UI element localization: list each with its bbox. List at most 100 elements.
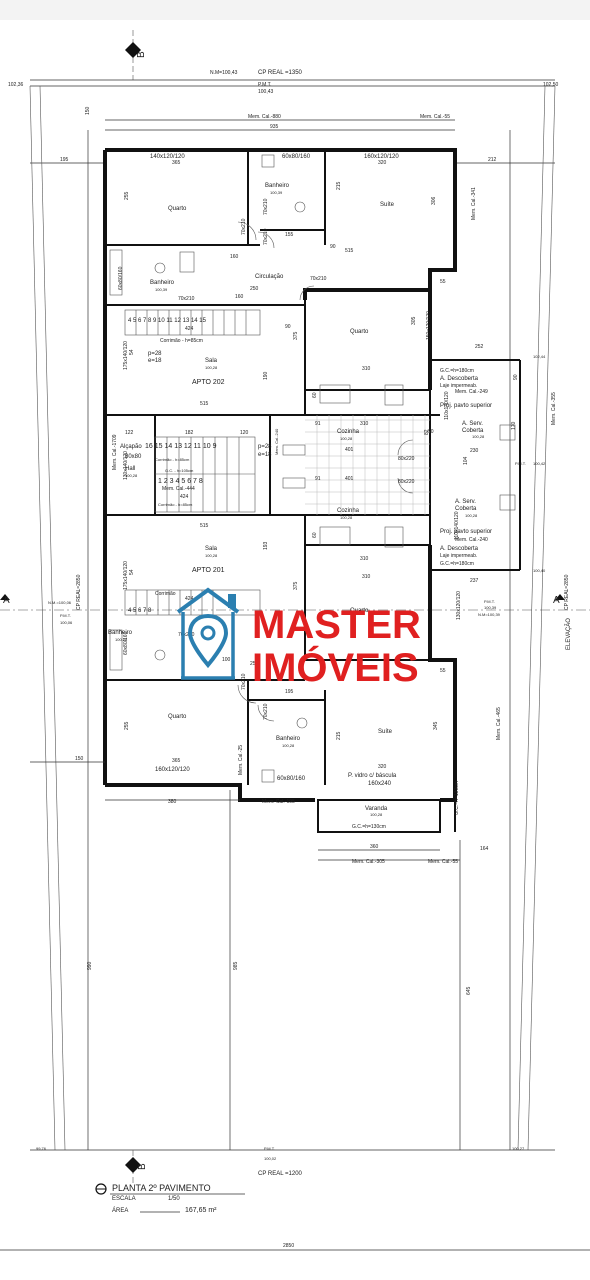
room-cozinha-bot: Cozinha bbox=[337, 508, 360, 514]
level-100-39: 100,39 bbox=[484, 605, 497, 610]
room-sala-bot: Sala bbox=[205, 546, 218, 552]
laje-bot: Laje impermeab. bbox=[440, 553, 477, 559]
a-serv-top: A. Serv. bbox=[462, 421, 483, 427]
sala-bot-level: 100,28 bbox=[205, 553, 218, 558]
stairs-bot-numbers: 4 5 6 7 8 bbox=[128, 608, 152, 614]
dim-90-c: 90 bbox=[428, 429, 434, 435]
dim-645: 645 bbox=[466, 986, 472, 995]
dim-55-bot: 55 bbox=[440, 668, 446, 674]
varanda-level: 100,28 bbox=[370, 812, 383, 817]
room-banheiro-mid-top: Banheiro bbox=[150, 280, 175, 286]
dim-155-top: 155 bbox=[285, 232, 294, 238]
nm-top: N.M=100,43 bbox=[210, 70, 238, 76]
banheiro-bot2-level: 100,28 bbox=[282, 743, 295, 748]
win-vidro: P. vidro c/ báscula bbox=[348, 773, 397, 779]
banheiro-mid-top-level: 100,39 bbox=[155, 287, 168, 292]
room-banheiro-top: Banheiro bbox=[265, 183, 290, 189]
cp-real-top: CP REAL =1350 bbox=[258, 70, 303, 76]
room-banheiro-bot: Banheiro bbox=[108, 630, 133, 636]
dim-230-a: 230 bbox=[470, 448, 479, 454]
mem-cal-444: Mem. Cal.-444 bbox=[162, 486, 195, 492]
dim-mem-cal-55-b: Mem. Cal.-55 bbox=[428, 859, 458, 865]
dim-mem-cal-355: Mem. Cal.-355 bbox=[551, 392, 557, 425]
gc-130: G.C.=h=130cm bbox=[352, 824, 386, 830]
room-quarto-top: Quarto bbox=[168, 206, 187, 212]
dim-122: 122 bbox=[125, 430, 134, 436]
pmt-100-06: P.M.T. bbox=[60, 613, 71, 618]
master-imoveis-logo: MASTER IMÓVEIS bbox=[176, 587, 421, 690]
win-60x80-a: 60x80/160 bbox=[118, 266, 124, 290]
room-cozinha-top: Cozinha bbox=[337, 429, 360, 435]
alcapao-label: Alçapão bbox=[120, 444, 142, 450]
dim-215-b: 215 bbox=[336, 731, 342, 740]
dim-380: 380 bbox=[168, 799, 177, 805]
dim-255-bot: 255 bbox=[124, 721, 130, 730]
dim-mem-cal-25: Mem. Cal.-25 bbox=[238, 745, 244, 775]
coberta-top: Coberta bbox=[462, 428, 484, 434]
section-b-top: B bbox=[125, 30, 147, 80]
bottom-dimensions: 150 380 Mem. Cal.-195 Mem. Cal.-25 360 M… bbox=[0, 745, 590, 1251]
cp-real-bot: CP REAL =1200 bbox=[258, 1171, 303, 1177]
banheiro-bot-level: 100,28 bbox=[115, 637, 128, 642]
dim-935: 935 bbox=[270, 124, 279, 130]
dim-60-a: 60 bbox=[312, 392, 318, 398]
dim-mem-cal-55: Mem. Cal.-55 bbox=[420, 114, 450, 120]
dim-320-b: 320 bbox=[378, 764, 387, 770]
level-top-left: 102,36 bbox=[8, 82, 24, 88]
room-suite-top: Suíte bbox=[380, 202, 395, 208]
pmt-top: P.M.T. bbox=[258, 82, 272, 88]
section-b-label-bottom: B bbox=[137, 1163, 148, 1170]
level-102-44: 102,44 bbox=[533, 354, 546, 359]
dim-424-a: 424 bbox=[185, 326, 194, 332]
nm-right: N.M=100,39 bbox=[478, 612, 501, 617]
level-99-76: 99,76 bbox=[36, 1146, 47, 1151]
win-vidro-dim: 160x240 bbox=[368, 781, 392, 787]
dim-365-top: 365 bbox=[172, 160, 181, 166]
room-hall: Hall bbox=[125, 466, 135, 472]
dim-104: 104 bbox=[463, 456, 469, 465]
dim-193: 193 bbox=[263, 541, 269, 550]
banheiro-top-level: 100,39 bbox=[270, 190, 283, 195]
dim-375-b: 375 bbox=[293, 581, 299, 590]
proj-pavto-bot: Proj. pavto superior bbox=[440, 529, 492, 535]
level-100-06: 100,06 bbox=[60, 620, 73, 625]
dim-320-top: 320 bbox=[378, 160, 387, 166]
pmt-right: P.M.T. bbox=[484, 599, 495, 604]
win-175x140: 175x140/120 bbox=[123, 341, 129, 370]
dim-310-ck: 310 bbox=[360, 421, 369, 427]
dim-310-b: 310 bbox=[362, 574, 371, 580]
property-lines: Mem. Cal.-1709 CP REAL=2850 ELEVAÇÃO CP … bbox=[29, 85, 572, 1151]
level-100-27: 100,27 bbox=[512, 1146, 525, 1151]
pmt-bot: P.M.T. bbox=[264, 1146, 275, 1151]
door-70x210-a: 70x210 bbox=[241, 218, 247, 235]
dim-252: 252 bbox=[475, 344, 484, 350]
laje-top: Laje impermeab. bbox=[440, 383, 477, 389]
cozinha-bot-level: 100,28 bbox=[340, 515, 353, 520]
escala-value: 1/50 bbox=[168, 1196, 180, 1202]
dim-160-a: 160 bbox=[230, 254, 239, 260]
kitchen-tiles bbox=[305, 415, 430, 515]
door-70x210-d: 70x210 bbox=[310, 276, 327, 282]
dim-mem-cal-305: Mem. Cal.-305 bbox=[352, 859, 385, 865]
a-serv-bot-level: 100,28 bbox=[465, 513, 478, 518]
dim-515-top: 515 bbox=[345, 248, 354, 254]
level-top: 100,43 bbox=[258, 89, 274, 95]
dim-91-a: 91 bbox=[315, 421, 321, 427]
win-60x80-c: 60x80/160 bbox=[277, 776, 306, 782]
dim-345: 345 bbox=[433, 721, 439, 730]
win-60x80-top: 60x80/160 bbox=[282, 154, 311, 160]
dim-305: 305 bbox=[411, 316, 417, 325]
dim-306-top: 306 bbox=[431, 196, 437, 205]
proj-pavto-top: Proj. pavto superior bbox=[440, 403, 492, 409]
door-70x210-f: 70x210 bbox=[178, 632, 195, 638]
dim-cp-real-left: CP REAL=2850 bbox=[76, 574, 82, 610]
dim-164: 164 bbox=[480, 846, 489, 852]
dim-54-b: 54 bbox=[129, 569, 135, 575]
dim-515-sala: 515 bbox=[200, 401, 209, 407]
dim-2850: 2850 bbox=[283, 1243, 294, 1249]
door-70x210-c: 70x210 bbox=[263, 228, 269, 245]
dim-250: 250 bbox=[250, 286, 259, 292]
plan-caption: PLANTA 2º PAVIMENTO ESCALA 1/50 ÁREA 167… bbox=[95, 1183, 245, 1214]
win-160x120-b: 160x120/120 bbox=[155, 767, 190, 773]
stairs-mid-a: 16 15 14 13 12 11 10 9 bbox=[145, 443, 217, 450]
